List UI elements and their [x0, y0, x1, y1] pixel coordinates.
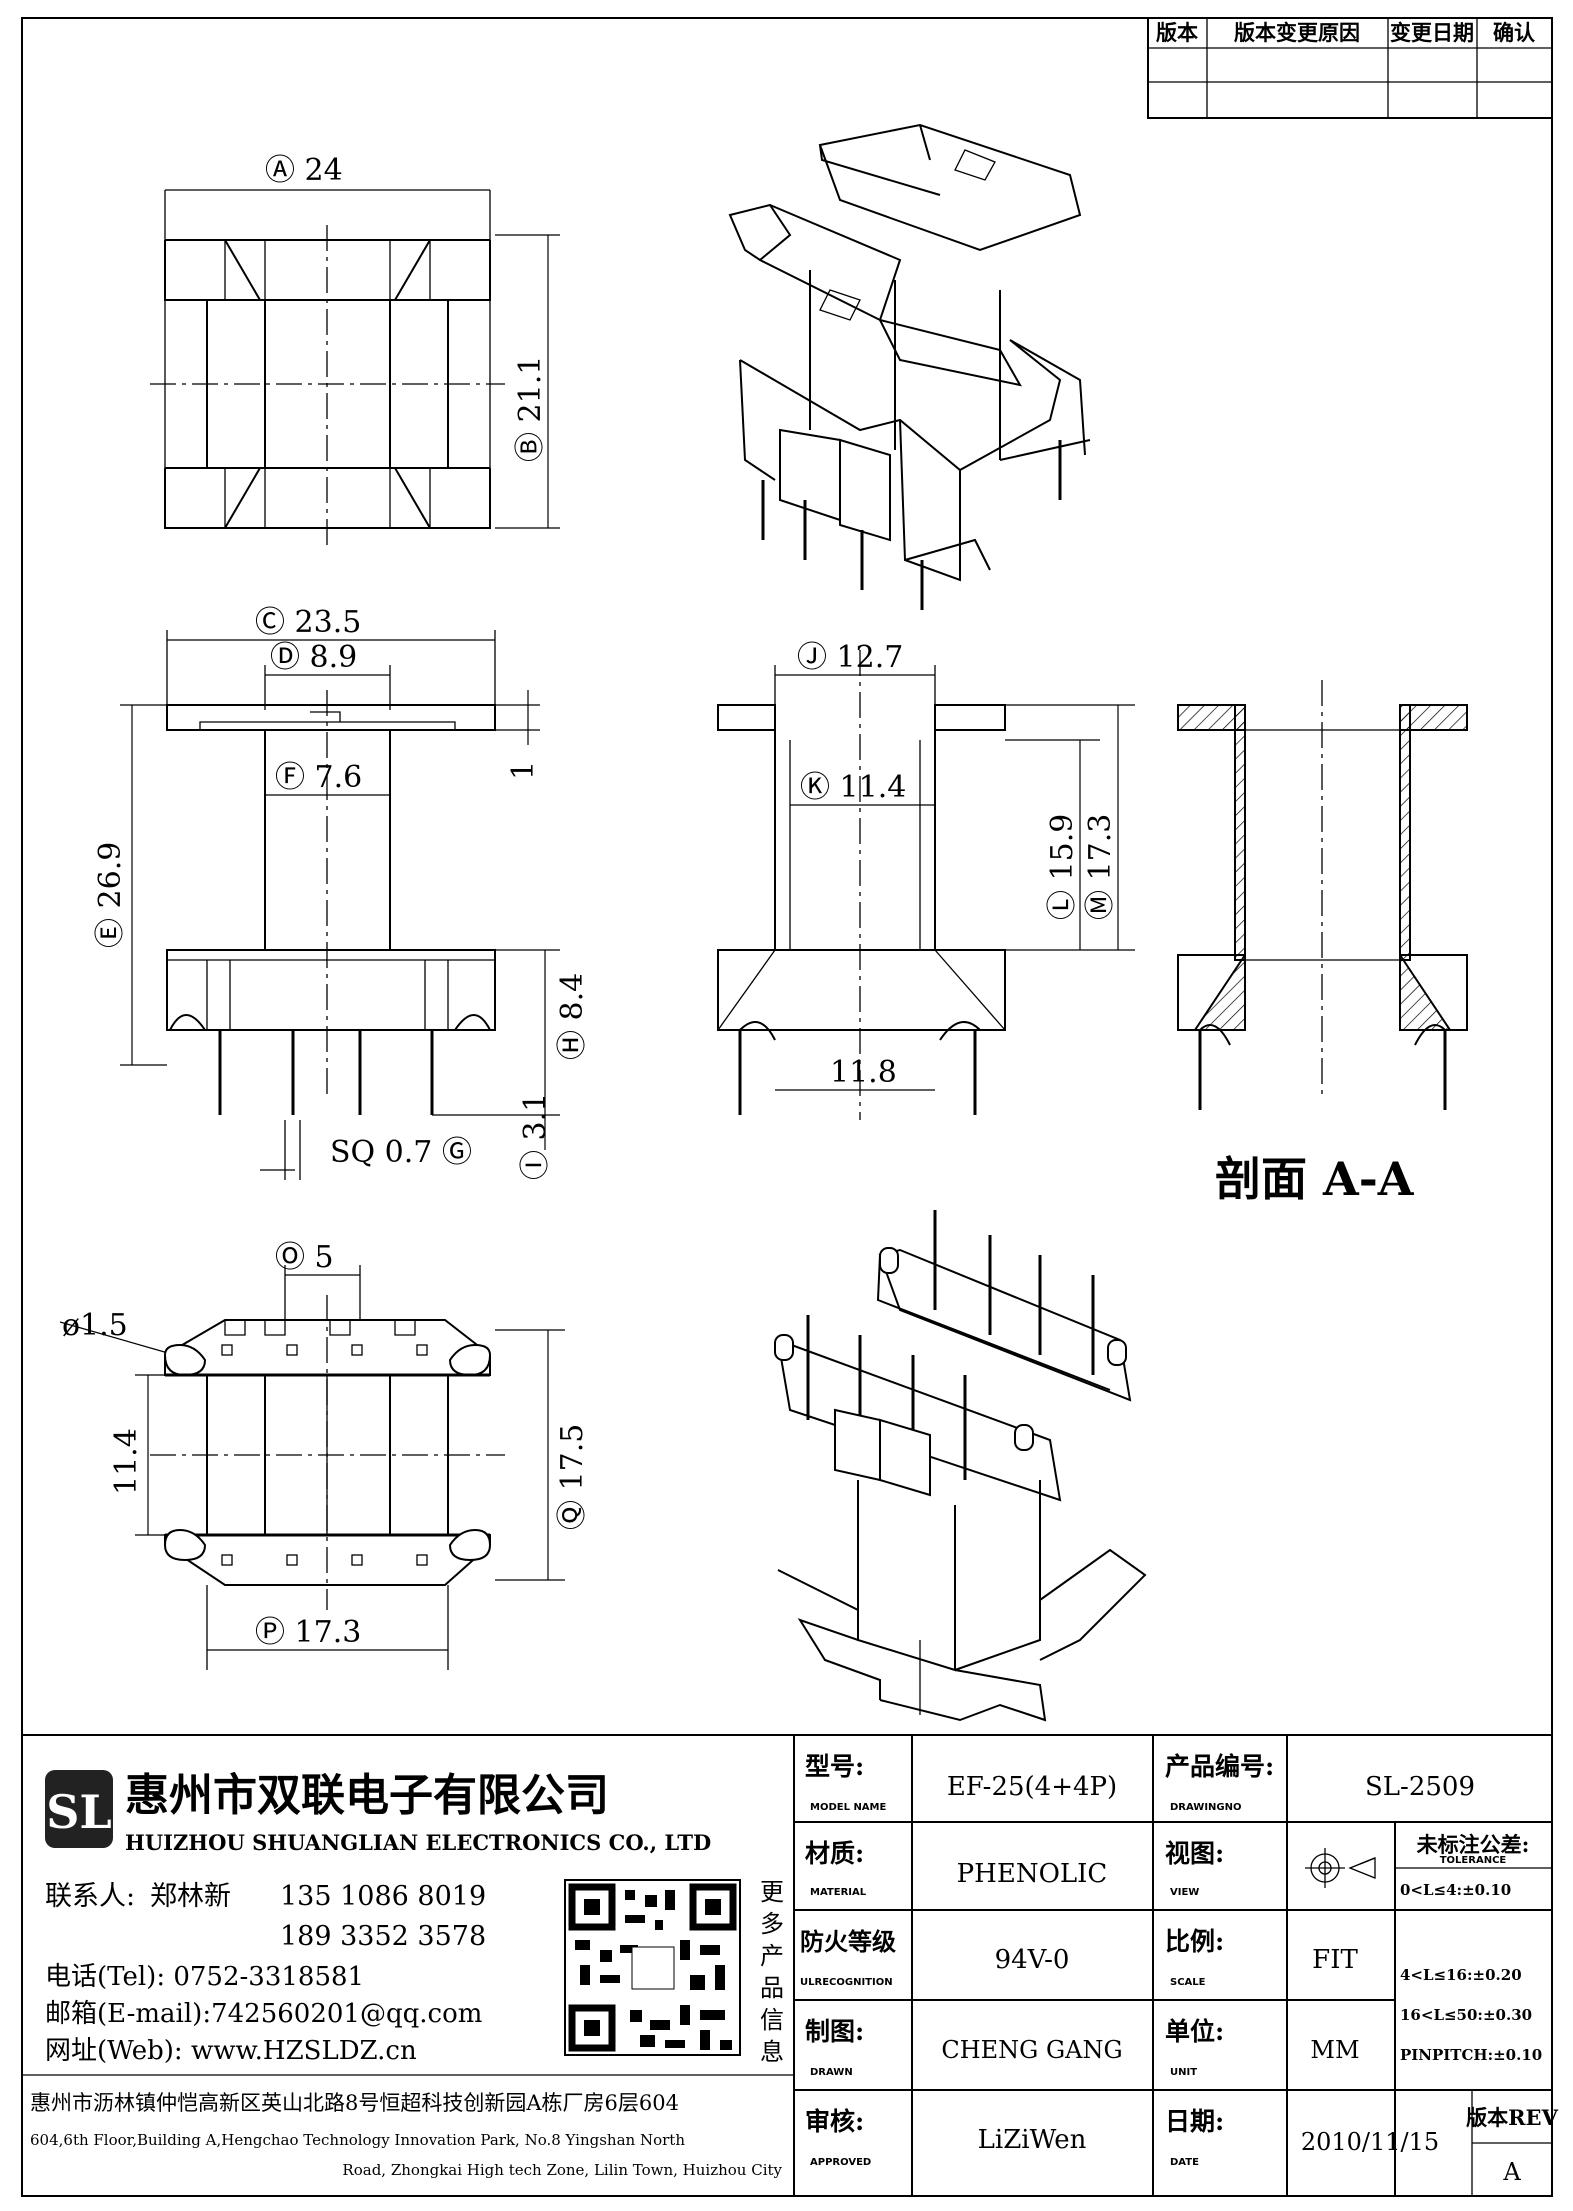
- scale-label: 比例:: [1165, 1927, 1224, 1956]
- scale-value: FIT: [1312, 1945, 1358, 1975]
- rev-value: A: [1502, 2158, 1521, 2186]
- dim-label-b: Ⓑ 21.1: [513, 356, 548, 462]
- bottom-view: Ⓞ 5 ø1.5 11.4 Ⓠ 17.5: [59, 1240, 590, 1670]
- section-view: 剖面 A-A: [1177, 680, 1468, 1206]
- section-label: 剖面 A-A: [1215, 1152, 1415, 1206]
- phone-2: 189 3352 3578: [280, 1921, 486, 1952]
- revision-table: 版本 版本变更原因 变更日期 确认: [1147, 17, 1553, 119]
- drawn-value: CHENG GANG: [941, 2036, 1122, 2064]
- rev-header-date: 变更日期: [1390, 20, 1474, 45]
- company-web: 网址(Web): www.HZSLDZ.cn: [45, 2036, 417, 2066]
- drawn-label: 制图:: [805, 2017, 864, 2046]
- rev-label: 版本REV: [1466, 2105, 1558, 2130]
- projection-symbol-icon: [1305, 1848, 1376, 1888]
- dim-label-h: Ⓗ 8.4: [555, 973, 590, 1060]
- material-value: PHENOLIC: [957, 1859, 1108, 1889]
- dim-label-g: SQ 0.7 Ⓖ: [330, 1135, 472, 1170]
- drawn-en: DRAWN: [810, 2067, 853, 2078]
- sheet-border: [21, 17, 1553, 2197]
- address-cn: 惠州市沥林镇仲恺高新区英山北路8号恒超科技创新园A栋厂房6层604: [30, 2091, 679, 2115]
- date-en: DATE: [1170, 2157, 1199, 2168]
- dim-label-side: 11.4: [109, 1428, 144, 1495]
- dim-label-hole: ø1.5: [62, 1308, 128, 1343]
- dim-label-f: Ⓕ 7.6: [275, 760, 362, 795]
- dim-label-k: Ⓚ 11.4: [800, 770, 906, 805]
- drawingno-label: 产品编号:: [1165, 1752, 1274, 1781]
- dim-label-a: Ⓐ 24: [265, 153, 343, 188]
- dim-label-bottom-span: 11.8: [830, 1055, 897, 1090]
- dim-label-one: 1: [506, 761, 541, 780]
- dim-label-i: Ⓘ 3.1: [518, 1093, 553, 1180]
- tolerance-4: PINPITCH:±0.10: [1400, 2046, 1542, 2064]
- dim-label-l: Ⓛ 15.9: [1045, 814, 1080, 920]
- approved-label: 审核:: [805, 2107, 864, 2136]
- fire-value: 94V-0: [995, 1945, 1070, 1975]
- date-label: 日期:: [1165, 2107, 1224, 2136]
- date-value: 2010/11/15: [1301, 2128, 1439, 2156]
- fire-label: 防火等级: [800, 1927, 896, 1956]
- top-view: Ⓐ 24 Ⓑ 21.1: [150, 153, 560, 545]
- logo-initial: SL: [46, 1785, 112, 1839]
- dim-label-d: Ⓓ 8.9: [270, 640, 357, 675]
- isometric-view-top: [728, 123, 1091, 610]
- dim-label-o: Ⓞ 5: [275, 1240, 334, 1275]
- isometric-view-bottom: [774, 1210, 1147, 1722]
- company-name-cn: 惠州市双联电子有限公司: [125, 1770, 609, 1821]
- unit-en: UNIT: [1170, 2067, 1197, 2078]
- dim-label-e: Ⓔ 26.9: [93, 842, 128, 948]
- dim-label-p: Ⓟ 17.3: [255, 1615, 361, 1650]
- contact-name: 郑林新: [150, 1881, 231, 1912]
- qr-caption: 更多产品信息: [760, 1878, 784, 2066]
- drawingno-value: SL-2509: [1365, 1772, 1475, 1802]
- model-en: MODEL NAME: [810, 1802, 886, 1813]
- rev-header-version: 版本: [1156, 20, 1198, 45]
- tolerance-2: 4<L≤16:±0.20: [1400, 1966, 1522, 1984]
- company-name-en: HUIZHOU SHUANGLIAN ELECTRONICS CO., LTD: [125, 1830, 711, 1855]
- qr-code: [564, 1879, 741, 2056]
- tolerance-3: 16<L≤50:±0.30: [1400, 2006, 1532, 2024]
- model-label: 型号:: [805, 1752, 864, 1781]
- rev-header-reason: 版本变更原因: [1234, 20, 1360, 45]
- drawingno-en: DRAWINGNO: [1170, 1802, 1242, 1813]
- unit-value: MM: [1310, 2036, 1359, 2064]
- rev-header-confirm: 确认: [1493, 20, 1535, 45]
- side-view: Ⓙ 12.7 Ⓚ 11.4 11.8 Ⓛ 15.9 Ⓜ 17.3: [717, 640, 1135, 1120]
- phone-1: 135 1086 8019: [280, 1881, 486, 1912]
- dim-label-j: Ⓙ 12.7: [797, 640, 903, 675]
- address-en-2: Road, Zhongkai High tech Zone, Lilin Tow…: [342, 2161, 782, 2179]
- view-label: 视图:: [1165, 1839, 1224, 1868]
- approved-en: APPROVED: [810, 2157, 871, 2168]
- dim-label-q: Ⓠ 17.5: [555, 1424, 590, 1530]
- tolerance-en: TOLERANCE: [1440, 1855, 1507, 1866]
- address-en-1: 604,6th Floor,Building A,Hengchao Techno…: [30, 2131, 685, 2149]
- fire-en: ULRECOGNITION: [800, 1977, 893, 1988]
- tolerance-label: 未标注公差:: [1417, 1832, 1530, 1857]
- company-email: 邮箱(E-mail):742560201@qq.com: [45, 1999, 482, 2029]
- company-logo: SL: [45, 1770, 113, 1848]
- contact-label: 联系人:: [45, 1881, 135, 1912]
- scale-en: SCALE: [1170, 1977, 1206, 1988]
- front-view: Ⓒ 23.5 Ⓓ 8.9 Ⓕ 7.6 Ⓔ 26.9 1 Ⓗ 8.4 Ⓘ: [93, 605, 590, 1180]
- view-en: VIEW: [1170, 1887, 1199, 1898]
- tolerance-1: 0<L≤4:±0.10: [1400, 1881, 1511, 1899]
- unit-label: 单位:: [1165, 2017, 1224, 2046]
- title-block: SL 惠州市双联电子有限公司 HUIZHOU SHUANGLIAN ELECTR…: [21, 1734, 1559, 2197]
- model-value: EF-25(4+4P): [947, 1772, 1117, 1802]
- material-en: MATERIAL: [810, 1887, 867, 1898]
- dim-label-m: Ⓜ 17.3: [1083, 814, 1118, 920]
- company-tel: 电话(Tel): 0752-3318581: [45, 1962, 364, 1992]
- material-label: 材质:: [805, 1839, 864, 1868]
- dim-label-c: Ⓒ 23.5: [255, 605, 361, 640]
- approved-value: LiZiWen: [978, 2125, 1087, 2155]
